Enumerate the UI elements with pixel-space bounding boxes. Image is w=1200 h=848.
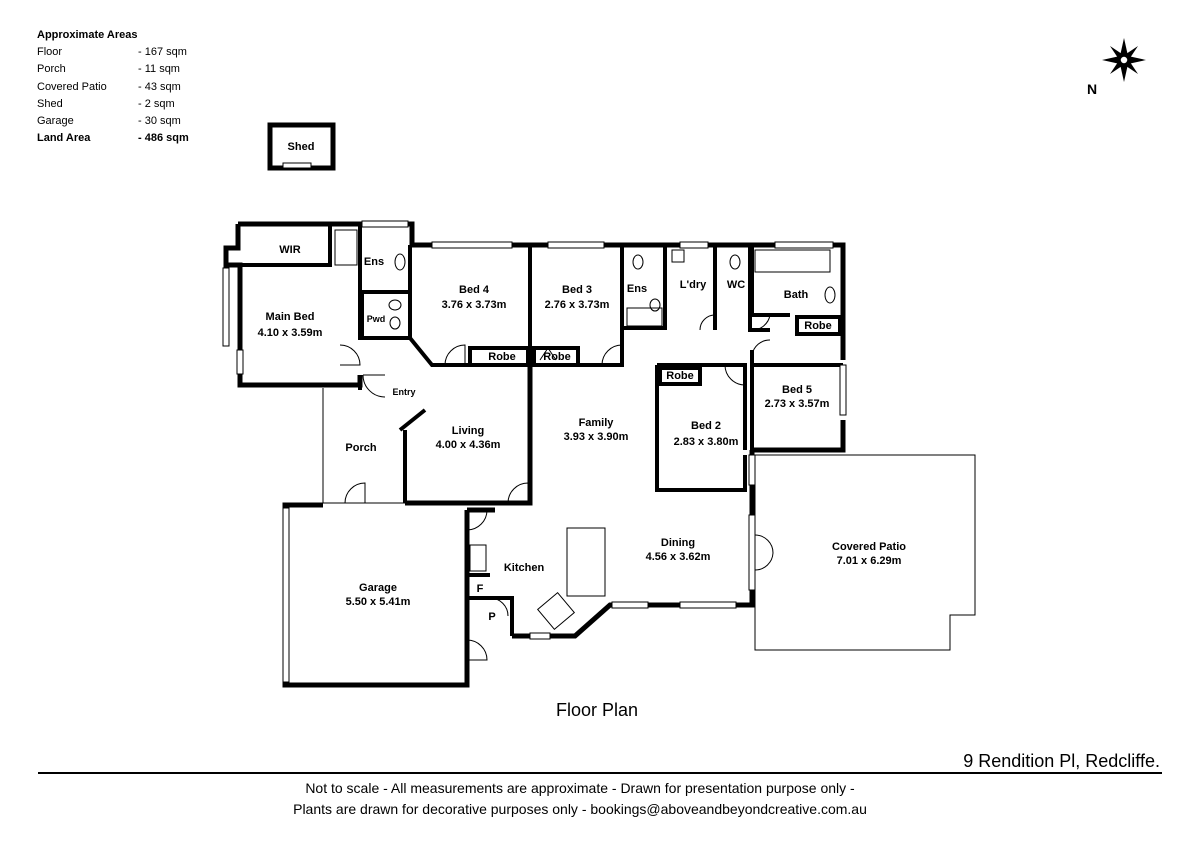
- area-row-covered-patio: Covered Patio - 43 sqm: [37, 79, 181, 96]
- room-label-living: Living: [452, 425, 484, 437]
- area-row-porch: Porch - 11 sqm: [37, 61, 180, 78]
- disclaimer-line: Not to scale - All measurements are appr…: [305, 780, 855, 796]
- areas-title: Approximate Areas: [37, 29, 138, 41]
- area-value: - 11 sqm: [138, 63, 180, 76]
- room-label-shed: Shed: [288, 141, 315, 153]
- room-label-ensuite-main: Ens: [364, 256, 384, 268]
- room-label-entry: Entry: [392, 387, 415, 397]
- windows: [222, 220, 847, 683]
- room-dims-bed3: 2.76 x 3.73m: [545, 299, 610, 311]
- area-value: - 43 sqm: [138, 80, 181, 93]
- area-value: - 2 sqm: [138, 97, 175, 110]
- room-dims-bed4: 3.76 x 3.73m: [442, 299, 507, 311]
- room-label-robe-bed5: Robe: [804, 320, 832, 332]
- room-dims-main-bed: 4.10 x 3.59m: [258, 327, 323, 339]
- area-label: Garage: [37, 114, 74, 127]
- room-dims-covered-patio: 7.01 x 6.29m: [837, 555, 902, 567]
- room-label-main-bed: Main Bed: [266, 311, 315, 323]
- room-label-family: Family: [579, 417, 615, 429]
- internal-walls: [240, 224, 843, 636]
- area-label: Porch: [37, 63, 66, 76]
- room-label-robe-bed4: Robe: [488, 351, 516, 363]
- room-label-wc: WC: [727, 279, 745, 291]
- room-label-fridge: F: [477, 583, 484, 595]
- north-label: N: [1087, 81, 1097, 97]
- room-label-powder: Pwd: [367, 314, 386, 324]
- room-label-robe-bed3: Robe: [543, 351, 571, 363]
- area-label: Floor: [37, 46, 63, 59]
- room-label-porch: Porch: [345, 442, 376, 454]
- room-label-laundry: L'dry: [680, 279, 707, 291]
- area-value: - 30 sqm: [138, 114, 181, 127]
- room-label-garage: Garage: [359, 582, 397, 594]
- divider: [38, 772, 1162, 774]
- disclaimer-notes: Not to scale - All measurements are appr…: [0, 778, 1160, 820]
- compass-rose-icon: [1102, 38, 1146, 82]
- room-label-bath: Bath: [784, 289, 809, 301]
- area-label: Shed: [37, 97, 63, 110]
- door-swings: [339, 314, 774, 661]
- room-dims-living: 4.00 x 4.36m: [436, 439, 501, 451]
- approximate-areas-table: Approximate Areas Floor - 167 sqm Porch …: [37, 27, 189, 147]
- room-dims-bed2: 2.83 x 3.80m: [674, 436, 739, 448]
- area-label: Land Area: [37, 132, 91, 145]
- room-dims-garage: 5.50 x 5.41m: [346, 596, 411, 608]
- room-dims-family: 3.93 x 3.90m: [564, 431, 629, 443]
- room-label-bed3: Bed 3: [562, 284, 592, 296]
- room-label-bed2: Bed 2: [691, 420, 721, 432]
- room-label-ensuite-2: Ens: [627, 283, 647, 295]
- plan-title-text: Floor Plan: [555, 700, 639, 720]
- area-label: Covered Patio: [37, 80, 107, 93]
- property-address: 9 Rendition Pl, Redcliffe.: [963, 751, 1160, 771]
- room-dims-bed5: 2.73 x 3.57m: [765, 398, 830, 410]
- area-value: - 486 sqm: [138, 132, 189, 145]
- area-row-land-area: Land Area - 486 sqm: [37, 130, 189, 147]
- room-label-bed4: Bed 4: [459, 284, 490, 296]
- room-label-pantry: P: [488, 611, 495, 623]
- plan-title: Floor Plan: [0, 700, 1200, 721]
- disclaimer-line: Plants are drawn for decorative purposes…: [293, 801, 867, 817]
- shed-outline: [267, 122, 336, 171]
- room-label-dining: Dining: [661, 537, 695, 549]
- area-row-garage: Garage - 30 sqm: [37, 113, 181, 130]
- external-walls: [223, 221, 846, 688]
- fixtures: [334, 229, 836, 631]
- room-label-covered-patio: Covered Patio: [832, 541, 906, 553]
- room-label-kitchen: Kitchen: [504, 562, 545, 574]
- area-row-shed: Shed - 2 sqm: [37, 96, 175, 113]
- room-label-bed5: Bed 5: [782, 384, 812, 396]
- room-label-wir: WIR: [279, 244, 300, 256]
- area-value: - 167 sqm: [138, 46, 187, 59]
- room-dims-dining: 4.56 x 3.62m: [646, 551, 711, 563]
- room-label-robe-bed2: Robe: [666, 370, 694, 382]
- area-row-floor: Floor - 167 sqm: [37, 44, 187, 61]
- covered-patio-outline: [754, 454, 976, 651]
